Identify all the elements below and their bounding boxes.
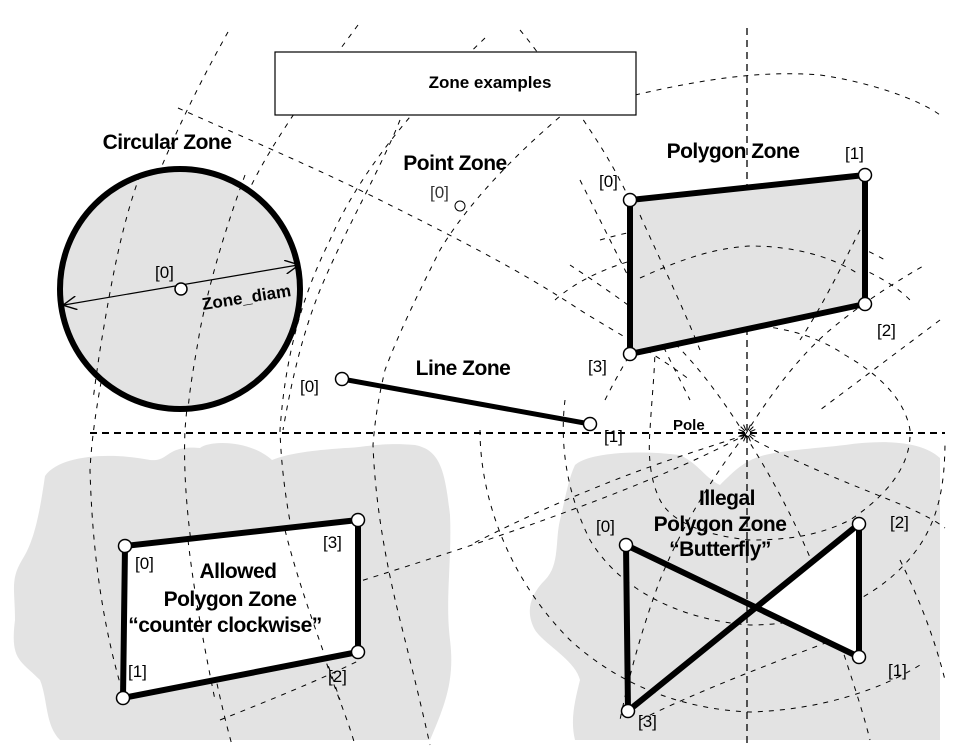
point-zone-vertex-0[interactable]: [454, 200, 466, 212]
polygon-zone-vertex-0[interactable]: [622, 192, 638, 208]
allowed-polygon-fill: [123, 520, 358, 698]
pole-ray: [748, 434, 754, 440]
pole-ray: [738, 433, 745, 437]
polygon-zone-fill: [630, 175, 865, 354]
allowed-polygon-vertex-label-1: [1]: [128, 662, 147, 681]
line-zone-title: Line Zone: [416, 357, 511, 380]
illegal-polygon-title-line-3: “Butterfly”: [669, 538, 771, 561]
allowed-polygon-title-line-2: Polygon Zone: [164, 588, 297, 611]
pole-ray: [747, 424, 751, 431]
right-region-blob: [529, 442, 940, 740]
point-zone-title: Point Zone: [403, 152, 507, 175]
allowed-polygon-vertex-3[interactable]: [350, 512, 366, 528]
diagram-title: Zone examples: [429, 73, 552, 92]
circular-zone-center-vertex[interactable]: [174, 282, 188, 296]
polygon-zone-vertex-label-3: [3]: [588, 357, 607, 376]
point-zone-vertex-label-0: [0]: [430, 183, 449, 202]
point-zone: Point Zone [0]: [403, 152, 507, 212]
line-zone-segment: [339, 376, 593, 427]
allowed-polygon-zone: [0] [1] [2] [3] Allowed Polygon Zone “co…: [115, 512, 366, 721]
illegal-polygon-vertex-3[interactable]: [620, 703, 636, 719]
allowed-polygon-title-line-1: Allowed: [199, 560, 276, 583]
illegal-polygon-title-line-2: Polygon Zone: [654, 513, 787, 536]
polygon-zone-vertex-label-0: [0]: [599, 172, 618, 191]
title-box: [274, 51, 637, 116]
pole-label: Pole: [673, 417, 705, 434]
illegal-polygon-vertex-label-3: [3]: [638, 712, 657, 731]
pole-ray: [748, 426, 754, 432]
polygon-zone-title: Polygon Zone: [667, 140, 800, 163]
circular-zone: Circular Zone [0] Zone_diam: [57, 131, 303, 412]
line-zone: Line Zone [0] [1]: [300, 357, 623, 446]
allowed-polygon-vertex-label-3: [3]: [323, 533, 342, 552]
circular-zone-center-label: [0]: [155, 263, 174, 282]
illegal-polygon-vertex-label-0: [0]: [596, 517, 615, 536]
allowed-polygon-title-line-3: “counter clockwise”: [128, 614, 322, 637]
allowed-polygon-vertex-2[interactable]: [350, 644, 366, 660]
polygon-zone-vertex-label-2: [2]: [877, 321, 896, 340]
polygon-zone-vertex-1[interactable]: [857, 167, 873, 183]
polygon-zone: Polygon Zone [0] [1] [2] [3]: [588, 140, 896, 376]
line-zone-vertex-0[interactable]: [334, 371, 350, 387]
allowed-polygon-vertex-label-2: [2]: [328, 667, 347, 686]
allowed-polygon-vertex-label-0: [0]: [135, 554, 154, 573]
pole-ray: [743, 424, 747, 431]
pole-ray: [747, 435, 751, 442]
illegal-polygon-zone: [0] [1] [2] [3] Illegal Polygon Zone “Bu…: [596, 487, 909, 731]
pole-ray: [738, 429, 745, 433]
pole-marker-icon: [738, 424, 756, 442]
illegal-polygon-vertex-label-1: [1]: [888, 661, 907, 680]
polygon-zone-vertex-3[interactable]: [622, 346, 638, 362]
illegal-polygon-vertex-label-2: [2]: [890, 513, 909, 532]
illegal-polygon-vertex-1[interactable]: [851, 649, 867, 665]
line-zone-vertex-1[interactable]: [582, 416, 598, 432]
allowed-polygon-vertex-1[interactable]: [115, 690, 131, 706]
line-zone-vertex-label-0: [0]: [300, 377, 319, 396]
pole-ray: [740, 434, 746, 440]
pole-ray: [749, 429, 756, 433]
illegal-polygon-vertex-2[interactable]: [851, 516, 867, 532]
illegal-polygon-title-line-1: Illegal: [699, 487, 755, 510]
line-zone-vertex-label-1: [1]: [604, 427, 623, 446]
pole-ray: [743, 435, 747, 442]
allowed-polygon-vertex-0[interactable]: [117, 538, 133, 554]
pole-ray: [740, 426, 746, 432]
illegal-polygon-vertex-0[interactable]: [618, 537, 634, 553]
circular-zone-title: Circular Zone: [103, 131, 232, 154]
pole-ray: [749, 433, 756, 437]
polygon-zone-vertex-2[interactable]: [857, 296, 873, 312]
polygon-zone-vertex-label-1: [1]: [845, 144, 864, 163]
butterfly-right-wing-fill: [754, 524, 859, 657]
